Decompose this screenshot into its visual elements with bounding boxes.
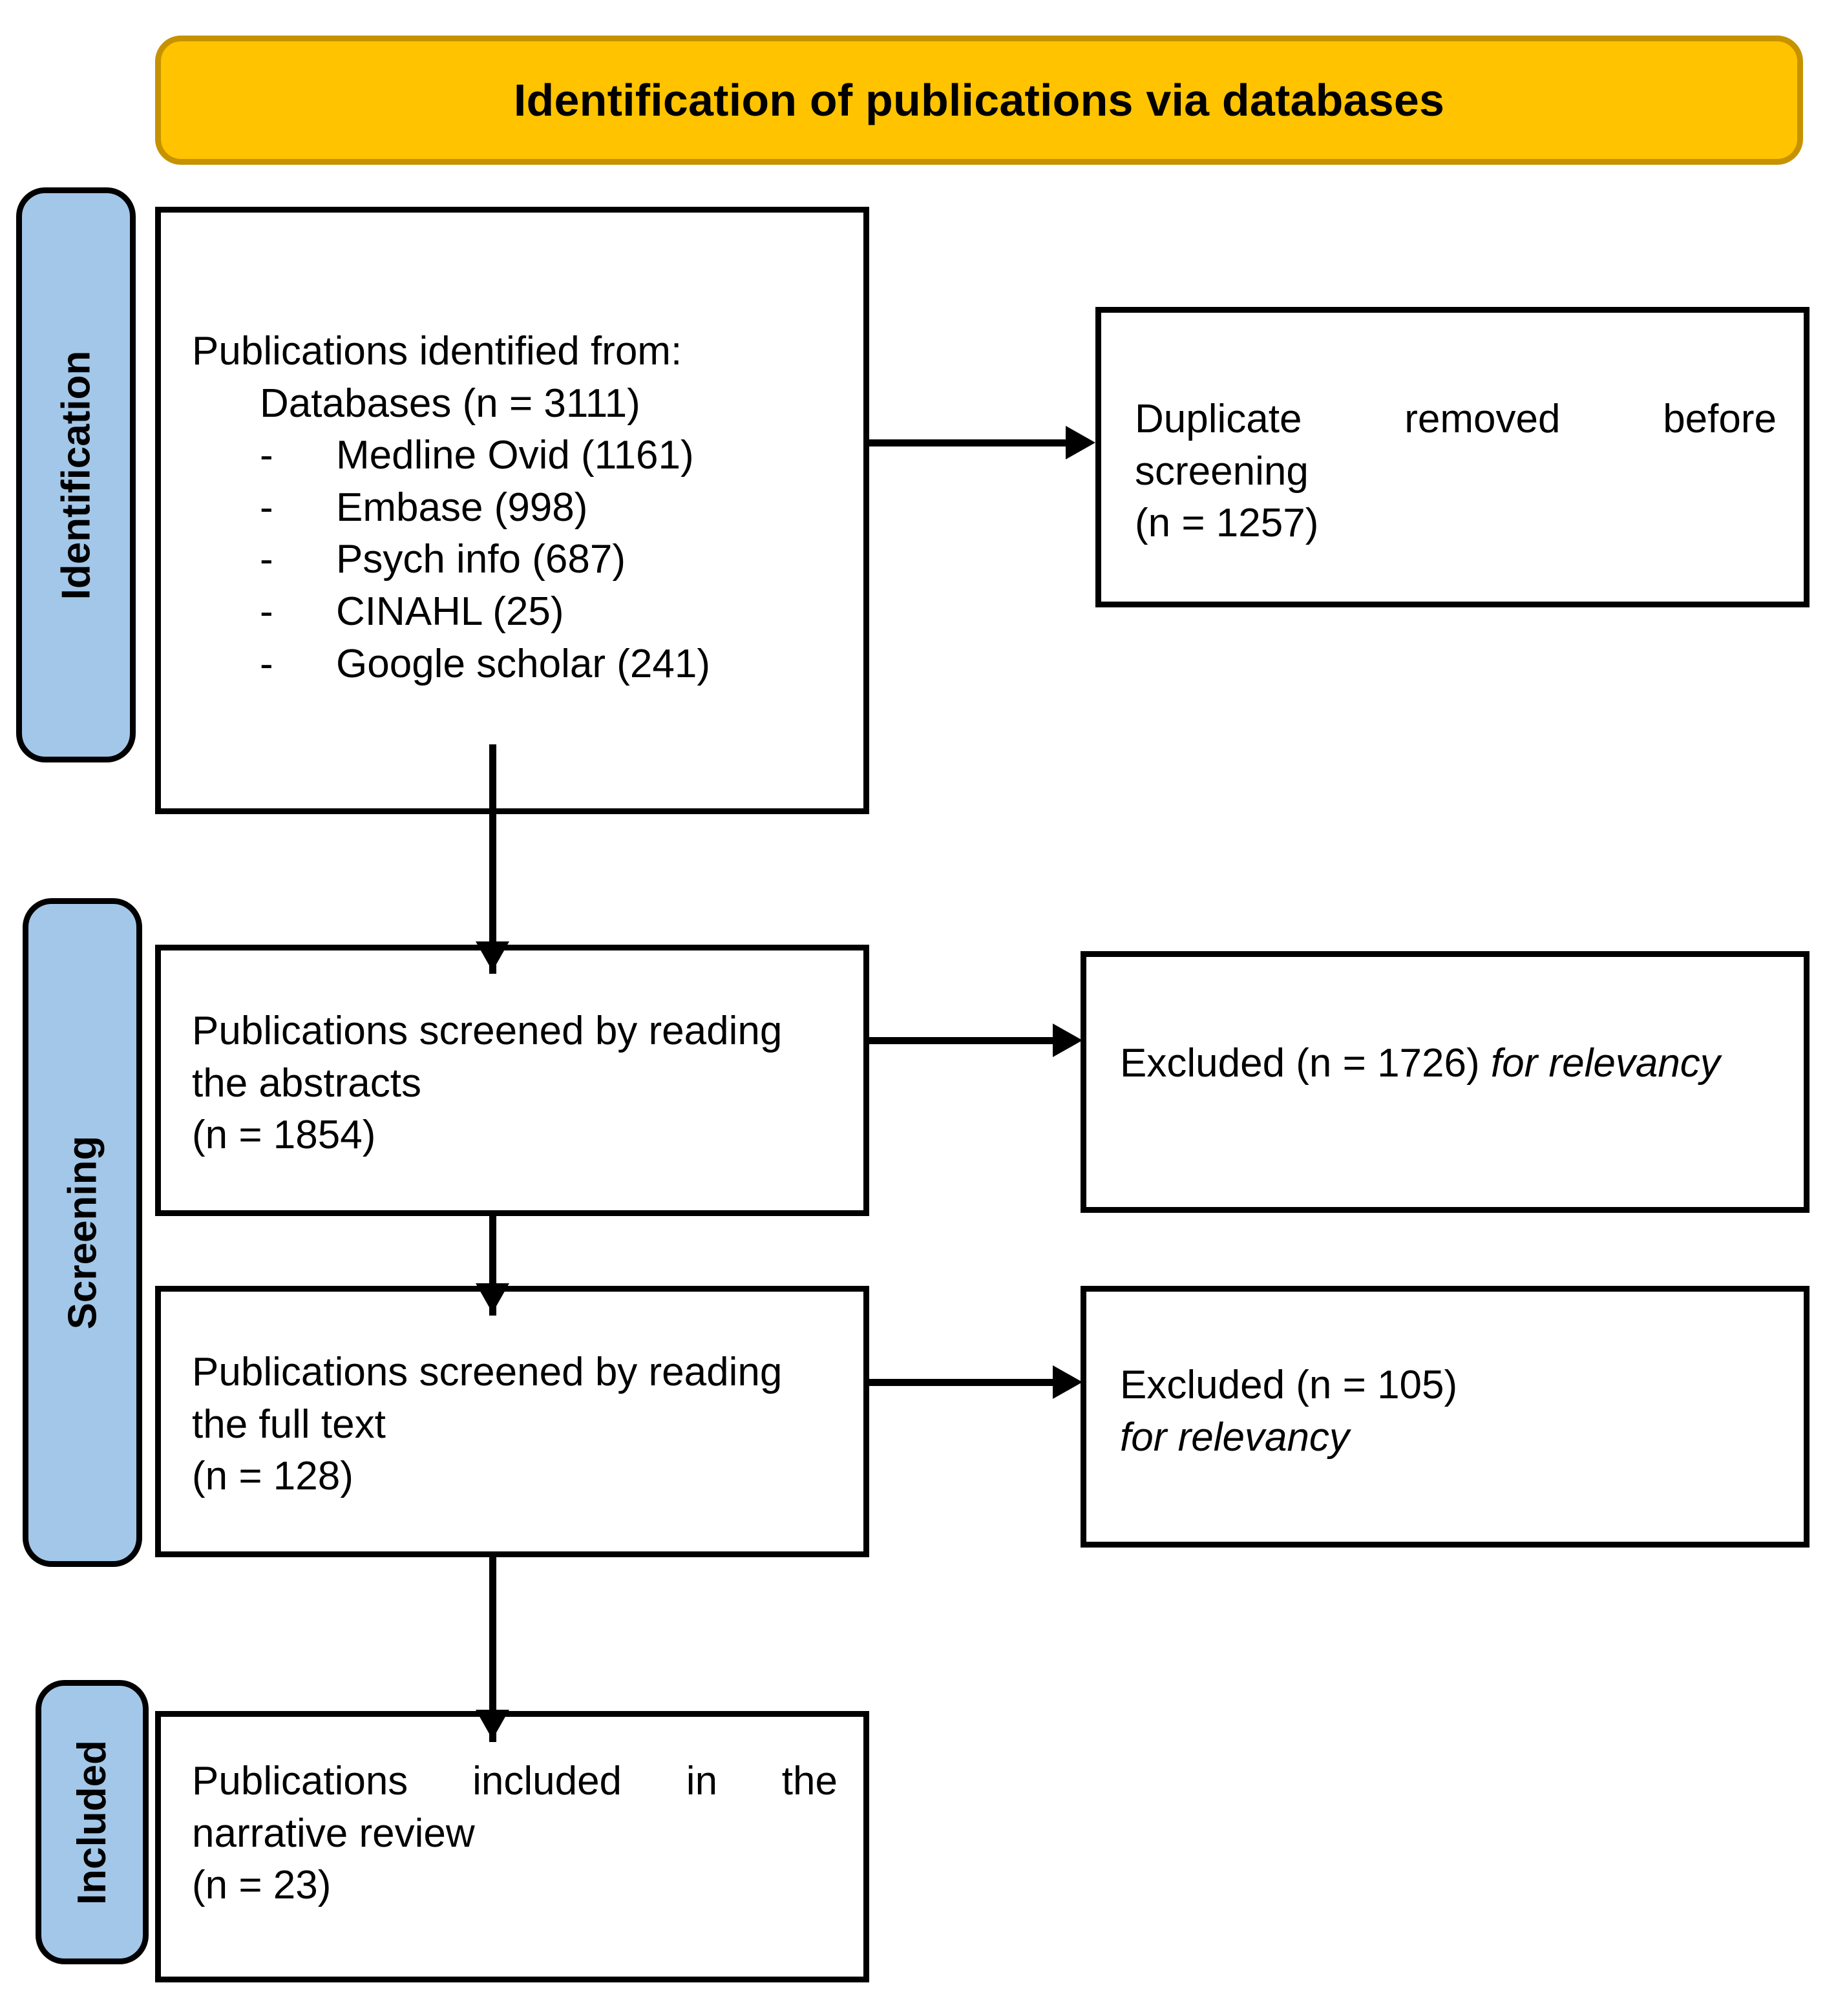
page-title: Identification of publications via datab… [513,75,1445,125]
header-banner: Identification of publications via datab… [155,36,1803,165]
arrowhead-identified-to-screen-abstracts [476,941,509,971]
box-excluded-abstracts: Excluded (n = 1726) for relevancy [1081,951,1810,1213]
box-screened-fulltext: Publications screened by reading the ful… [155,1286,869,1557]
excluded-fulltext-reason: for relevancy [1120,1414,1349,1460]
identified-source-item: - Medline Ovid (1161) [192,430,838,482]
box-excluded-fulltext-content: Excluded (n = 105) for relevancy [1120,1360,1777,1464]
arrowhead-identified-to-duplicates [1066,426,1095,459]
identified-source-item: - Google scholar (241) [192,638,838,691]
duplicates-line-1: Duplicate removed before screening [1135,397,1777,494]
box-duplicates-removed: Duplicate removed before screening (n = … [1095,307,1810,607]
screen-abstracts-line-1: Publications screened by reading the abs… [192,1009,783,1106]
bullet-dash: - [260,485,273,530]
bullet-dash: - [260,641,273,686]
box-screened-abstracts: Publications screened by reading the abs… [155,945,869,1216]
screen-fulltext-line-2: (n = 128) [192,1454,353,1499]
connector-screen-fulltext-to-included [489,1555,496,1742]
box-publications-identified-content: Publications identified from: Databases … [192,326,838,690]
identified-source-item: - Psych info (687) [192,534,838,586]
box-screened-abstracts-content: Publications screened by reading the abs… [192,1005,838,1162]
screen-abstracts-line-2: (n = 1854) [192,1113,376,1158]
included-line-2: (n = 23) [192,1863,332,1908]
bullet-dash: - [260,589,273,634]
identified-source-item: - CINAHL (25) [192,586,838,638]
stage-label-included-text: Included [70,1739,114,1905]
box-publications-included: Publications included in the narrative r… [155,1711,869,1982]
arrowhead-screen-abstracts-to-screen-fulltext [476,1283,509,1313]
identified-heading: Publications identified from: [192,329,682,373]
box-excluded-abstracts-content: Excluded (n = 1726) for relevancy [1120,1038,1777,1090]
bullet-dash: - [260,433,273,478]
identified-source-label: Medline Ovid (1161) [336,433,694,478]
stage-label-identification: Identification [16,187,136,762]
stage-label-included: Included [36,1680,149,1964]
excluded-abstracts-line: Excluded (n = 1726) for relevancy [1120,1038,1777,1090]
stage-label-identification-text: Identification [54,350,98,600]
arrowhead-screen-fulltext-to-excluded [1053,1365,1082,1399]
identified-source-label: CINAHL (25) [336,589,564,634]
connector-identified-to-screen-abstracts [489,744,496,974]
connector-screen-fulltext-to-excluded [869,1379,1057,1386]
box-publications-identified: Publications identified from: Databases … [155,207,869,814]
screen-fulltext-line-1: Publications screened by reading the ful… [192,1350,783,1447]
bullet-dash: - [260,537,273,582]
box-duplicates-removed-content: Duplicate removed before screening (n = … [1135,394,1777,550]
identified-source-label: Embase (998) [336,485,588,530]
connector-screen-abstracts-to-excluded [869,1037,1057,1044]
excluded-abstracts-reason: for relevancy [1490,1041,1720,1086]
box-excluded-fulltext: Excluded (n = 105) for relevancy [1081,1286,1810,1548]
stage-label-screening: Screening [23,898,142,1567]
identified-source-label: Psych info (687) [336,537,626,582]
duplicates-line-2: (n = 1257) [1135,501,1319,546]
arrowhead-screen-fulltext-to-included [476,1710,509,1739]
box-publications-included-content: Publications included in the narrative r… [192,1756,838,1912]
included-line-1: Publications included in the narrative r… [192,1759,838,1856]
arrowhead-screen-abstracts-to-excluded [1053,1024,1082,1057]
identified-source-label: Google scholar (241) [336,641,710,686]
connector-screen-abstracts-to-screen-fulltext [489,1213,496,1316]
connector-identified-to-duplicates [869,439,1070,446]
stage-label-screening-text: Screening [60,1135,105,1330]
excluded-fulltext-count: Excluded (n = 105) [1120,1363,1458,1407]
identified-source-item: - Embase (998) [192,482,838,534]
identified-subheading: Databases (n = 3111) [260,381,640,426]
excluded-abstracts-count: Excluded (n = 1726) [1120,1041,1480,1086]
box-screened-fulltext-content: Publications screened by reading the ful… [192,1347,838,1503]
